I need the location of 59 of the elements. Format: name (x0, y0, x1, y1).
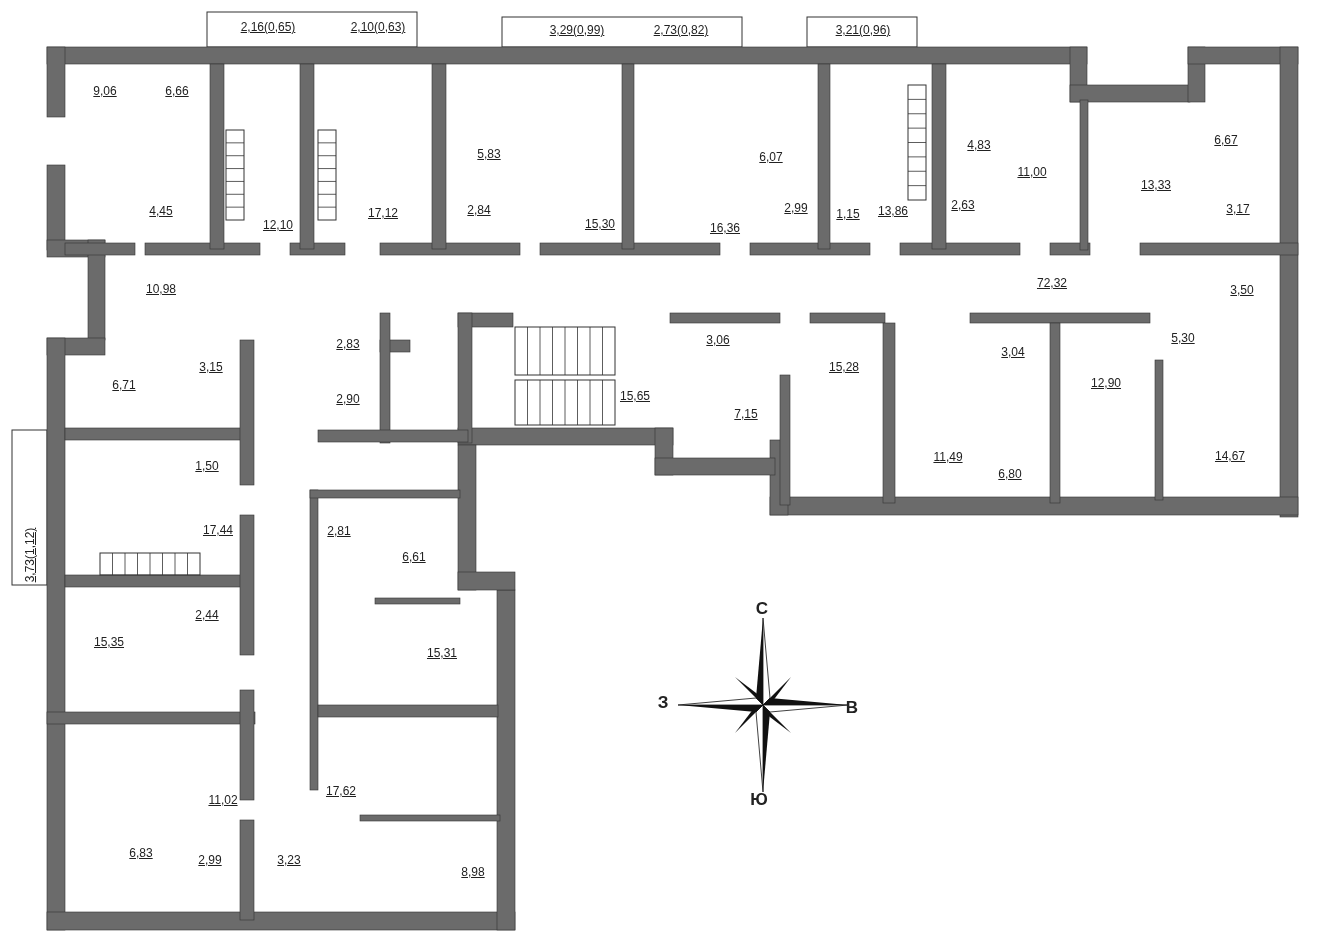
room-area-label: 17,12 (368, 205, 398, 222)
room-area-label: 3,50 (1230, 282, 1254, 299)
room-area-label: 6,61 (402, 549, 426, 566)
compass-direction-label: З (657, 692, 669, 715)
room-area-label: 2,83 (336, 336, 360, 353)
room-area-label: 3,23 (277, 852, 301, 869)
room-area-label: 11,49 (933, 449, 963, 466)
room-area-label: 17,44 (203, 522, 233, 539)
room-area-label: 6,71 (112, 377, 136, 394)
compass-direction-label: Ю (750, 789, 768, 812)
room-area-label: 4,83 (967, 137, 991, 154)
room-area-label: 14,67 (1215, 448, 1245, 465)
room-area-label: 15,35 (94, 634, 124, 651)
room-area-label: 2,99 (198, 852, 222, 869)
room-area-label: 2,81 (327, 523, 351, 540)
dimension-label: 3,73(1,12) (22, 527, 38, 583)
room-area-label: 15,31 (427, 645, 457, 662)
room-area-label: 16,36 (710, 220, 740, 237)
room-area-label: 3,06 (706, 332, 730, 349)
room-area-label: 3,04 (1001, 344, 1025, 361)
room-area-label: 4,45 (149, 203, 173, 220)
room-area-label: 13,33 (1141, 177, 1171, 194)
room-area-label: 12,10 (263, 217, 293, 234)
room-area-label: 15,65 (620, 388, 650, 405)
room-area-label: 6,07 (759, 149, 783, 166)
room-area-label: 2,63 (951, 197, 975, 214)
room-area-label: 5,30 (1171, 330, 1195, 347)
room-area-label: 3,15 (199, 359, 223, 376)
room-area-label: 11,02 (208, 792, 238, 809)
room-area-label: 2,84 (467, 202, 491, 219)
room-area-label: 12,90 (1091, 375, 1121, 392)
room-area-label: 2,90 (336, 391, 360, 408)
room-area-label: 2,44 (195, 607, 219, 624)
room-area-label: 2,73(0,82) (653, 22, 709, 39)
room-area-label: 15,30 (585, 216, 615, 233)
room-area-label: 8,98 (461, 864, 485, 881)
room-area-label: 72,32 (1037, 275, 1067, 292)
room-area-label: 9,06 (93, 83, 117, 100)
room-area-label: 6,83 (129, 845, 153, 862)
room-area-label: 1,50 (195, 458, 219, 475)
room-area-label: 2,10(0,63) (350, 19, 406, 36)
room-area-label: 6,67 (1214, 132, 1238, 149)
room-area-label: 10,98 (146, 281, 176, 298)
room-area-label: 7,15 (734, 406, 758, 423)
room-area-label: 5,83 (477, 146, 501, 163)
room-area-label: 3,29(0,99) (549, 22, 605, 39)
compass-direction-label: В (845, 697, 859, 720)
compass-direction-label: С (755, 598, 769, 621)
room-area-label: 6,66 (165, 83, 189, 100)
room-area-label: 13,86 (878, 203, 908, 220)
room-area-label: 2,99 (784, 200, 808, 217)
room-area-label: 6,80 (998, 466, 1022, 483)
room-area-label: 1,15 (836, 206, 860, 223)
room-area-label: 11,00 (1017, 164, 1047, 181)
room-area-label: 3,21(0,96) (835, 22, 891, 39)
room-area-label: 17,62 (326, 783, 356, 800)
room-area-label: 15,28 (829, 359, 859, 376)
room-area-label: 2,16(0,65) (240, 19, 296, 36)
room-area-label: 3,17 (1226, 201, 1250, 218)
